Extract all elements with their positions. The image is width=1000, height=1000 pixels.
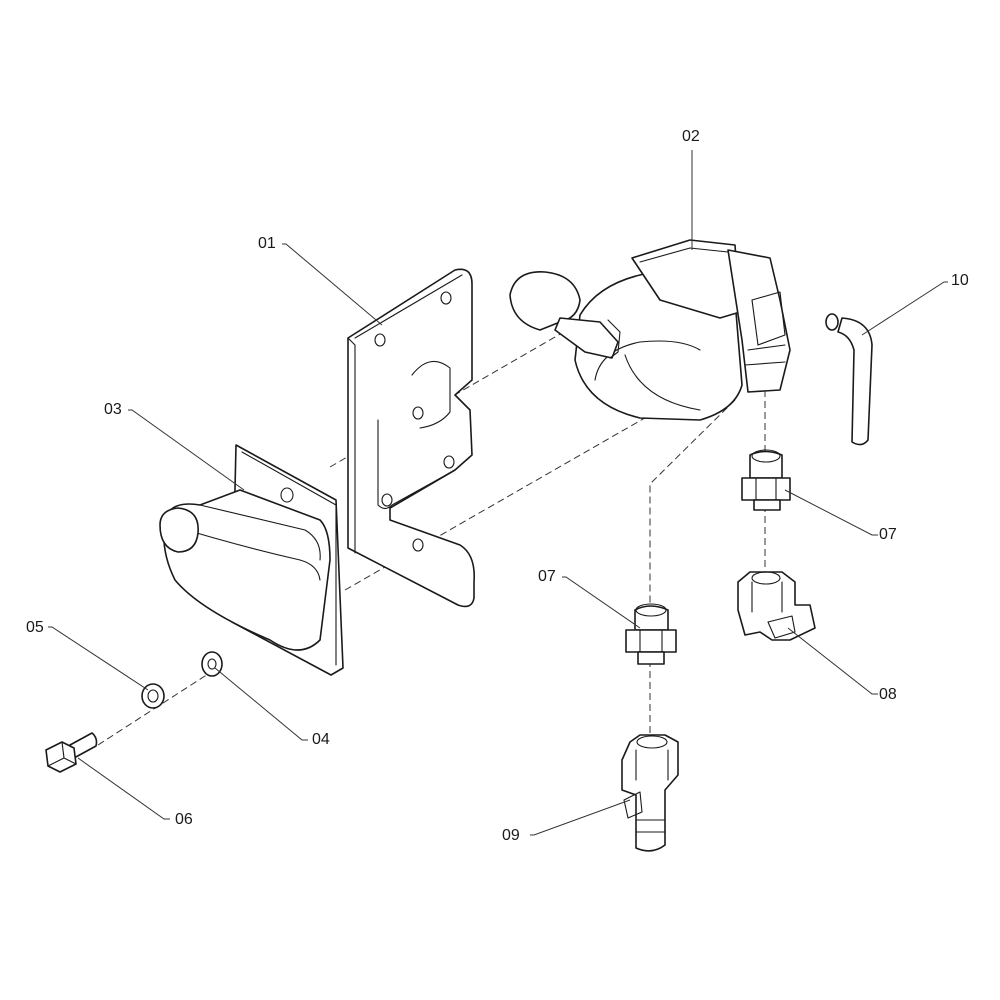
mounting-bracket-part [347, 268, 476, 608]
callout-07-right-label: 07 [879, 526, 897, 543]
tee-fitting-part [621, 734, 679, 852]
callout-03-label: 03 [104, 401, 122, 418]
callout-09-label: 09 [502, 827, 520, 844]
lock-washer-part [141, 683, 165, 709]
callout-01-label: 01 [258, 235, 276, 252]
fitting-lower-part [625, 603, 677, 665]
callout-07-center-label: 07 [538, 568, 556, 585]
callout-02-label: 02 [682, 128, 700, 145]
callout-06-label: 06 [175, 811, 193, 828]
leader-lines [48, 150, 948, 836]
fitting-upper-part [741, 449, 791, 511]
elbow-fitting-part [737, 571, 816, 641]
protective-cover-part [159, 444, 344, 676]
hex-bolt-part [45, 732, 98, 773]
vent-hose-part [825, 313, 873, 446]
callout-04-label: 04 [312, 731, 330, 748]
callout-10-label: 10 [951, 272, 969, 289]
callout-05-label: 05 [26, 619, 44, 636]
valve-body-part [509, 239, 791, 421]
callout-08-label: 08 [879, 686, 897, 703]
flat-washer-part [201, 651, 223, 677]
